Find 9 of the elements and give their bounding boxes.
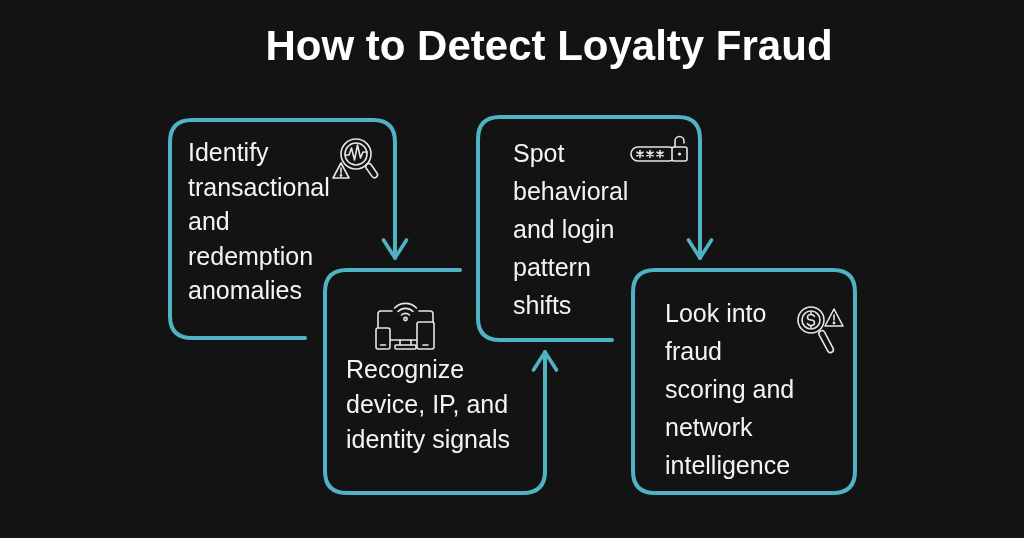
arrow: [686, 141, 714, 260]
step-text: Look into fraud scoring and network intelligence: [665, 299, 795, 479]
step-text: Recognize device, IP, and identity signals: [346, 355, 510, 453]
step-text: Identify transactional and redemption anomalies: [188, 138, 330, 304]
arrow: [381, 144, 409, 260]
step-text: Spot behavioral and login pattern shifts: [513, 139, 629, 319]
title: How to Detect Loyalty Fraud: [265, 22, 833, 69]
step-card: [631, 268, 857, 495]
step-card: [168, 118, 397, 340]
